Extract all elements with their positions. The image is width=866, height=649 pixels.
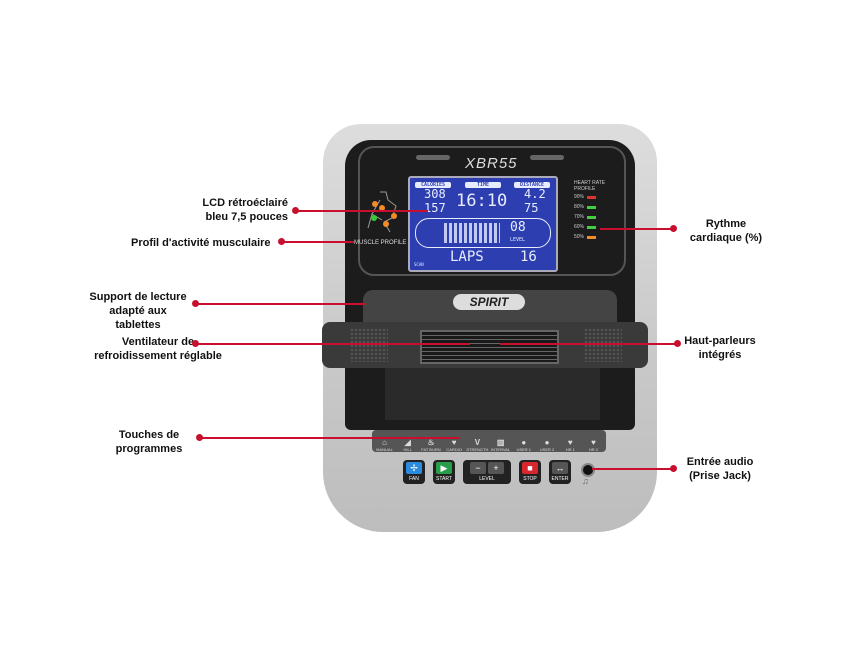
heart-rate-title: HEART RATE PROFILE	[574, 180, 606, 192]
annotation-line	[500, 343, 676, 345]
annotation-line	[296, 210, 428, 212]
distance-label: DISTANCE	[514, 182, 550, 188]
audio-jack[interactable]	[581, 463, 595, 477]
indicator-slot	[530, 155, 564, 160]
level-label: LEVEL	[510, 237, 526, 243]
hr-level: 50%	[574, 234, 585, 240]
program-key[interactable]: ♥HR 1	[565, 438, 575, 452]
speed-value: 75	[524, 201, 539, 215]
program-key[interactable]: ▥INTERVAL	[490, 438, 511, 452]
level-buttons: −+ LEVEL	[463, 460, 511, 484]
annotation-programs: Touches de programmes	[115, 429, 183, 455]
annotation-dot	[670, 465, 677, 472]
time-value: 16:10	[456, 191, 508, 211]
annotation-lcd: LCD rétroéclairé bleu 7,5 pouces	[202, 197, 288, 223]
program-key[interactable]: ♥CARDIO	[446, 438, 462, 452]
model-name: XBR55	[465, 155, 518, 172]
indicator-slot	[416, 155, 450, 160]
program-key[interactable]: ●USER 2	[539, 438, 555, 452]
program-key[interactable]: ⌂MANUAL	[376, 438, 393, 452]
storage-bay	[385, 368, 600, 420]
program-key[interactable]: ♨FAT BURN	[421, 438, 441, 452]
muscle-figure-icon	[362, 188, 402, 238]
annotation-line	[200, 437, 460, 439]
heart-value: 157	[424, 201, 446, 215]
start-button[interactable]: ▶START	[433, 460, 455, 484]
annotation-dot	[196, 434, 203, 441]
control-buttons: ✢FAN ▶START −+ LEVEL ■STOP ↔ENTER	[403, 460, 571, 484]
laps-value: 16	[520, 249, 537, 265]
music-note-icon: ♫	[582, 476, 589, 486]
calories-label: CALORIES	[415, 182, 451, 188]
level-value: 08	[510, 220, 526, 235]
program-key[interactable]: ♥HR 2	[588, 438, 599, 452]
brand-logo: SPIRIT	[453, 294, 525, 310]
cooling-fan[interactable]	[420, 330, 559, 364]
annotation-dot	[674, 340, 681, 347]
fan-icon: ✢	[406, 462, 422, 474]
annotation-fan: Ventilateur de refroidissement réglable	[94, 336, 222, 362]
annotation-audio: Entrée audio (Prise Jack)	[686, 456, 754, 482]
program-key[interactable]: ●USER 1	[516, 438, 532, 452]
distance-value: 4.2	[524, 187, 546, 201]
hr-level: 70%	[574, 214, 585, 220]
annotation-dot	[192, 340, 199, 347]
level-plus-button[interactable]: +	[488, 462, 504, 474]
annotation-heart: Rythme cardiaque (%)	[689, 218, 763, 244]
fan-button[interactable]: ✢FAN	[403, 460, 425, 484]
enter-icon: ↔	[552, 462, 568, 474]
speaker-left	[350, 328, 388, 362]
hr-level: 60%	[574, 224, 585, 230]
level-minus-button[interactable]: −	[470, 462, 486, 474]
profile-bars	[444, 223, 500, 243]
scan-label: SCAN	[414, 262, 424, 267]
annotation-line	[592, 468, 672, 470]
mode-value: LAPS	[450, 249, 484, 265]
stop-icon: ■	[522, 462, 538, 474]
calories-value: 308	[424, 187, 446, 201]
level-label: LEVEL	[479, 476, 495, 482]
annotation-dot	[292, 207, 299, 214]
annotation-line	[196, 303, 366, 305]
speaker-right	[584, 328, 622, 362]
profile-track: 08 LEVEL	[415, 218, 551, 248]
lcd-screen: CALORIES 308 157 TIME 16:10 DISTANCE 4.2…	[408, 176, 558, 272]
program-key[interactable]: ◢HILL	[403, 438, 412, 452]
play-icon: ▶	[436, 462, 452, 474]
annotation-line	[282, 241, 354, 243]
annotation-line	[600, 228, 672, 230]
annotation-muscle: Profil d'activité musculaire	[131, 237, 271, 249]
hr-level: 90%	[574, 194, 585, 200]
annotation-tablet: Support de lecture adapté aux tablettes	[89, 291, 187, 331]
annotation-dot	[278, 238, 285, 245]
annotation-dot	[670, 225, 677, 232]
heart-rate-profile: HEART RATE PROFILE 90% 80% 70% 60% 50%	[574, 180, 614, 242]
annotation-dot	[192, 300, 199, 307]
annotation-line	[196, 343, 470, 345]
time-label: TIME	[465, 182, 501, 188]
muscle-profile-label: MUSCLE PROFILE	[354, 240, 407, 246]
annotation-speakers: Haut-parleurs intégrés	[684, 335, 756, 361]
enter-button[interactable]: ↔ENTER	[549, 460, 571, 484]
hr-level: 80%	[574, 204, 585, 210]
stop-button[interactable]: ■STOP	[519, 460, 541, 484]
